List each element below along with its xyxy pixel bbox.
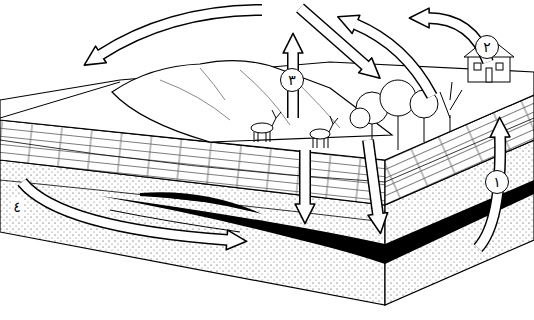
fossil-fuel-branch [140, 192, 262, 214]
callout-number: ٢ [475, 35, 499, 59]
mountain [112, 61, 392, 142]
fossil-fuel-seam [100, 180, 534, 264]
seepage-line [110, 210, 240, 232]
flow-arrows [22, 8, 500, 248]
callout-number: ٤ [11, 198, 23, 216]
callout-number: ١ [485, 170, 509, 194]
shore-line [0, 82, 120, 118]
mountain-shading [160, 68, 340, 128]
callout-number: ٣ [280, 68, 304, 92]
